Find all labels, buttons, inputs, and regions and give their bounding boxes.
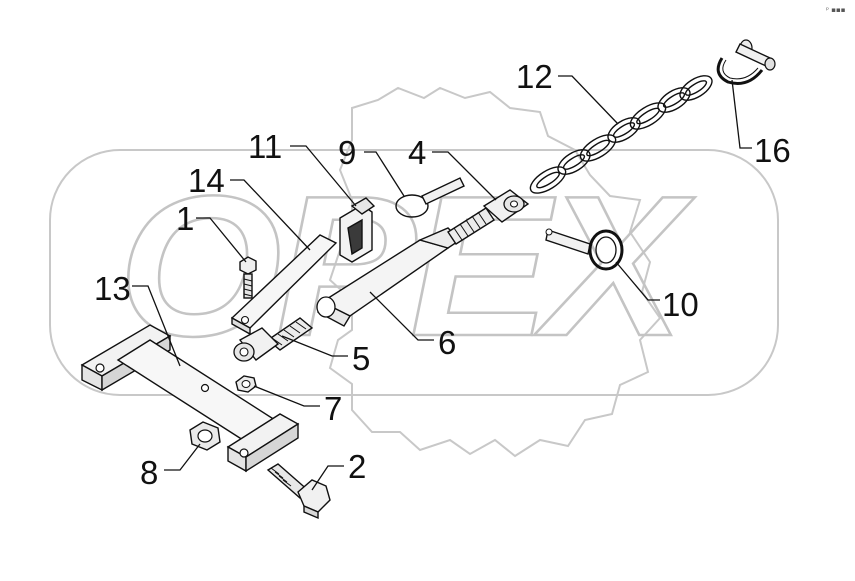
leader-5 xyxy=(281,335,348,357)
part-bolt-large xyxy=(266,463,331,520)
part-nut-large xyxy=(189,421,221,451)
callout-2: 2 xyxy=(348,448,366,485)
leader-6 xyxy=(369,291,434,341)
callouts: 1 2 4 5 6 7 8 9 10 11 12 13 14 16 xyxy=(94,58,791,491)
callout-10: 10 xyxy=(662,286,699,323)
callout-6: 6 xyxy=(438,324,456,361)
leader-2 xyxy=(311,465,344,491)
leader-lines xyxy=(132,75,752,491)
callout-9: 9 xyxy=(338,134,356,171)
callout-11: 11 xyxy=(248,128,282,165)
part-nut-small xyxy=(235,375,257,393)
corner-mark: ᵖ ▪▪▪ xyxy=(826,6,846,14)
watermark-band xyxy=(49,149,779,396)
callout-16: 16 xyxy=(754,132,791,169)
part-ring-pin xyxy=(395,177,465,218)
part-clip-bracket xyxy=(339,197,376,263)
part-turnbuckle-tube xyxy=(316,227,462,327)
leader-7 xyxy=(253,385,320,407)
callout-4: 4 xyxy=(408,134,426,171)
leader-16 xyxy=(731,79,752,149)
part-strap-plate xyxy=(230,234,338,336)
leader-14 xyxy=(230,179,311,251)
part-chain xyxy=(529,75,713,194)
leader-4 xyxy=(432,151,497,201)
leader-8 xyxy=(164,443,201,471)
leader-9 xyxy=(364,151,405,197)
leader-10 xyxy=(615,261,660,301)
part-bolt-small xyxy=(239,256,257,299)
part-fork-rod-right xyxy=(447,189,530,245)
callout-13: 13 xyxy=(94,270,131,307)
part-bracket-frame xyxy=(80,324,300,473)
part-fork-rod-left xyxy=(233,317,314,362)
callout-14: 14 xyxy=(188,162,225,199)
leader-1 xyxy=(196,217,247,263)
callout-5: 5 xyxy=(352,340,370,377)
callout-7: 7 xyxy=(324,390,342,427)
leader-12 xyxy=(558,75,619,125)
callout-12: 12 xyxy=(516,58,553,95)
callout-1: 1 xyxy=(176,200,194,237)
leader-13 xyxy=(132,285,181,367)
part-shackle xyxy=(716,39,776,85)
leader-11 xyxy=(290,145,357,207)
callout-8: 8 xyxy=(140,454,158,491)
part-pin-ring xyxy=(545,228,624,271)
